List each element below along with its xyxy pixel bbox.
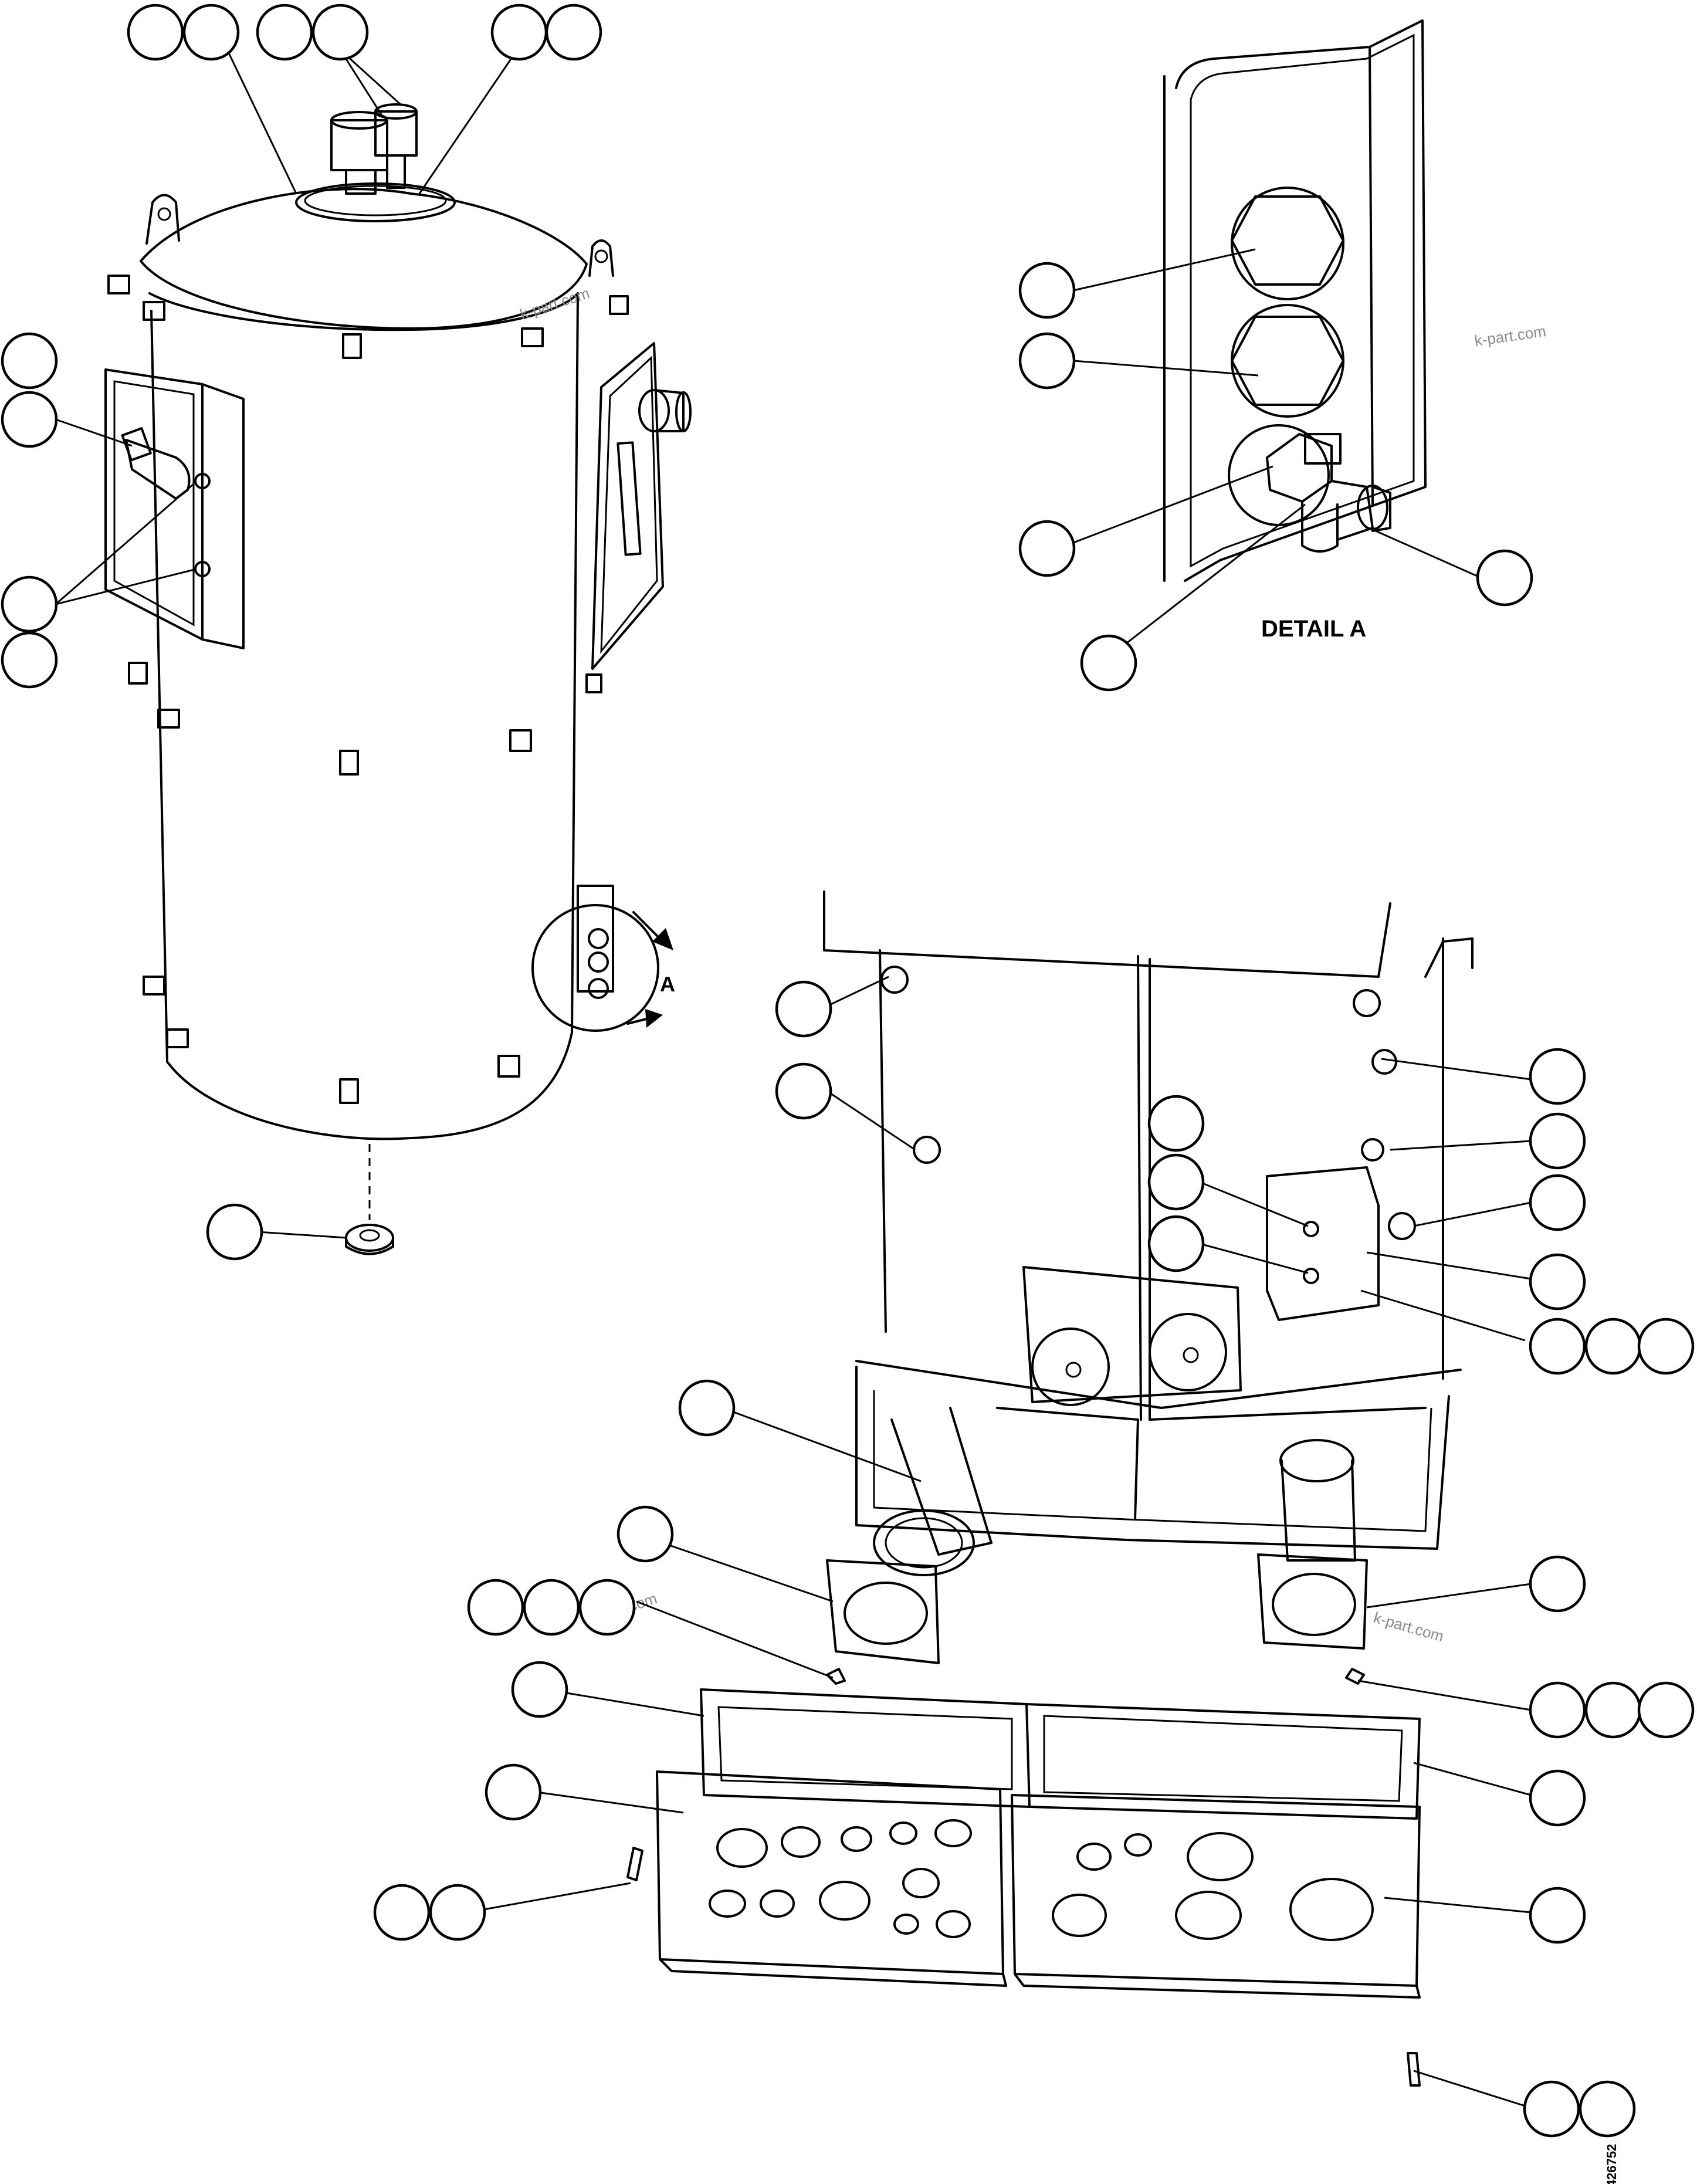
manifold-plates — [626, 1668, 1421, 2087]
tank-bottom-assembly: k-part.com k-part.com — [585, 890, 1474, 1664]
watermark-1: k-part.com — [518, 284, 592, 323]
detail-a: DETAIL A k-part.com — [1163, 19, 1547, 642]
detail-a-title: DETAIL A — [1261, 616, 1366, 642]
reservoir-tank: A k-part.com — [104, 103, 692, 1255]
drawing-number: 426752 — [1604, 2144, 1619, 2184]
callout-balloons — [1, 4, 1695, 2138]
detail-a-arrow-label: A — [660, 972, 675, 996]
watermark-4: k-part.com — [1371, 1609, 1445, 1645]
watermark-2: k-part.com — [1474, 322, 1547, 350]
